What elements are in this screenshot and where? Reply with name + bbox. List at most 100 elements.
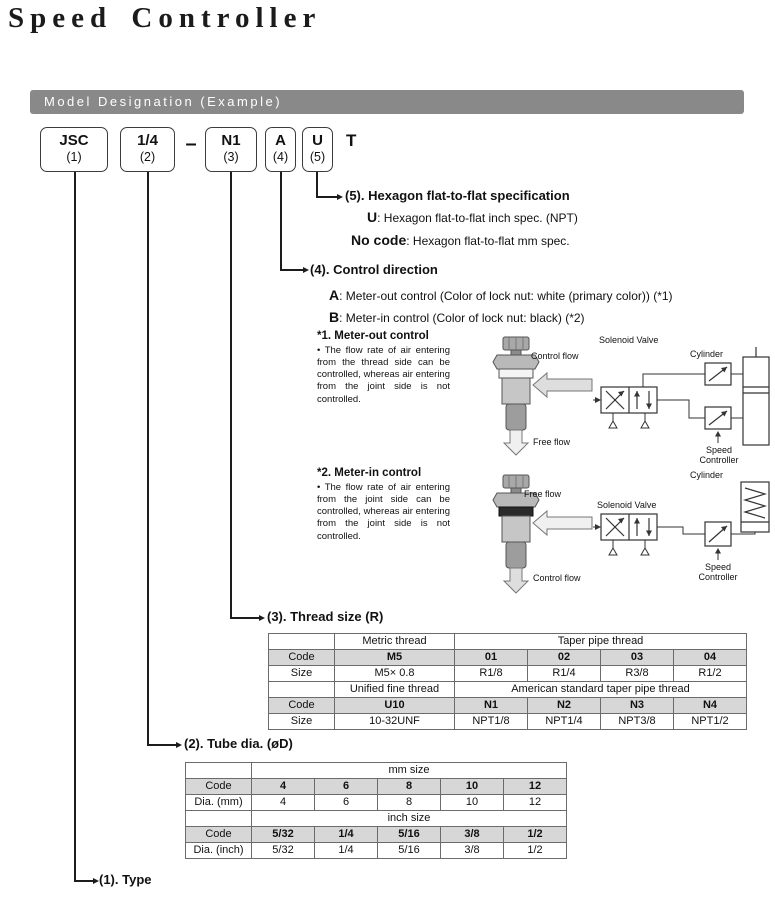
table-cell: 12 [503,778,567,795]
free-flow-arrow [502,429,530,456]
callout-arrow-3 [259,615,265,621]
row-label: Dia. (mm) [185,794,252,811]
note2-solenoid-label: Solenoid Valve [597,500,657,510]
model-num-thread: (3) [223,150,239,165]
table-cell: NPT1/8 [454,713,528,730]
exhaust-symbols [608,413,650,429]
row-label: Size [268,713,335,730]
model-segment-hex: U (5) [302,127,333,172]
page-title: Speed Controller [8,2,322,34]
lock-nut-white [498,368,534,379]
thread-size-table: Metric thread Taper pipe thread Code M5 … [268,633,747,730]
model-code-tube-dia: 1/4 [137,132,158,149]
fitting-outlet [505,541,527,569]
table-cell: M5× 0.8 [334,665,455,682]
table-cell: 1/4 [314,842,378,859]
label-pointer-arrow [715,548,721,554]
control-flow-arrow [532,371,593,399]
callout-line-2-v [147,172,149,745]
table-cell-empty [268,633,335,650]
table-cell: 10 [440,778,504,795]
note1-free-flow-label: Free flow [533,437,571,447]
supply-arrow [595,397,601,403]
meter-out-circuit-diagram [593,347,770,446]
table-cell: M5 [334,649,455,666]
model-num-hex: (5) [309,150,326,165]
control-flow-arrow [502,567,530,594]
meter-in-fitting-illustration [492,474,593,594]
table-row: Code U10 N1 N2 N3 N4 [268,697,747,714]
table-cell: NPT1/2 [673,713,747,730]
note2-title: *2. Meter-in control [317,467,422,479]
callout-arrow-2 [176,742,182,748]
section-banner: Model Designation (Example) [30,90,744,114]
note2-cylinder-label: Cylinder [690,470,724,480]
table-cell: 10 [440,794,504,811]
table-cell: 4 [251,794,315,811]
callout-line-5-v [316,172,318,198]
hex-nut-icon [492,492,540,508]
note2-body: • The flow rate of air entering from the… [317,482,450,542]
model-suffix: T [346,131,357,150]
table-cell: N3 [600,697,674,714]
table-cell: 02 [527,649,601,666]
free-flow-arrow [532,509,593,537]
table-cell: 01 [454,649,528,666]
section3-title: (3). Thread size (R) [267,609,384,624]
callout-line-4-h [280,269,303,271]
table-row: Unified fine thread American standard ta… [268,681,747,698]
section5-title: (5). Hexagon flat-to-flat specification [345,188,570,203]
table-cell: 1/4 [314,826,378,843]
callout-line-1-v [74,172,76,881]
section5-item-nocode-code: No code [351,232,407,248]
section5-item-u: U: Hexagon flat-to-flat inch spec. (NPT) [367,209,578,225]
section4-item-a-code: A [329,287,340,303]
model-segment-control: A (4) [265,127,296,172]
row-label: Code [268,697,335,714]
table-row: Size 10-32UNF NPT1/8 NPT1/4 NPT3/8 NPT1/… [268,713,747,730]
table-cell: 5/32 [251,842,315,859]
table-cell: 6 [314,778,378,795]
table-cell: 1/2 [503,826,567,843]
table-row: mm size [185,762,567,779]
table-cell: R1/2 [673,665,747,682]
table-cell: 8 [377,794,441,811]
row-label: Code [268,649,335,666]
solenoid-valve-symbol [600,386,658,414]
section4-item-a: A: Meter-out control (Color of lock nut:… [329,287,673,303]
table-row: Metric thread Taper pipe thread [268,633,747,650]
note1-body: • The flow rate of air entering from the… [317,345,450,405]
section1-title: (1). Type [99,872,152,887]
note2-speed-controller-label: Speed Controller [698,562,738,583]
table-group-header: Unified fine thread [334,681,455,698]
callout-line-3-h [230,617,259,619]
callout-line-4-v [280,172,282,271]
model-num-type: (1) [66,150,82,165]
cylinder-symbol [742,347,770,446]
supply-arrow [595,524,601,530]
row-label: Size [268,665,335,682]
callout-line-3-v [230,172,232,618]
table-group-header: American standard taper pipe thread [454,681,747,698]
table-cell: R1/8 [454,665,528,682]
table-cell: 10-32UNF [334,713,455,730]
model-code-control: A [275,132,286,149]
fitting-body [501,515,531,543]
model-separator-dash: – [185,133,197,155]
table-cell: 3/8 [440,826,504,843]
model-segment-thread: N1 (3) [205,127,257,172]
row-label: Dia. (inch) [185,842,252,859]
section4-item-b: B: Meter-in control (Color of lock nut: … [329,309,585,325]
model-code-hex: U [312,132,323,149]
table-group-header: Taper pipe thread [454,633,747,650]
model-code-thread: N1 [221,132,241,149]
table-cell: 5/16 [377,826,441,843]
callout-line-5-h [316,196,337,198]
row-label: Code [185,778,252,795]
section2-title: (2). Tube dia. (øD) [184,736,293,751]
tube-dia-table: mm size Code 4 6 8 10 12 Dia. (mm) 4 6 8… [185,762,567,859]
note1-speed-controller-label: Speed Controller [699,445,739,466]
table-cell: 1/2 [503,842,567,859]
table-cell: R1/4 [527,665,601,682]
